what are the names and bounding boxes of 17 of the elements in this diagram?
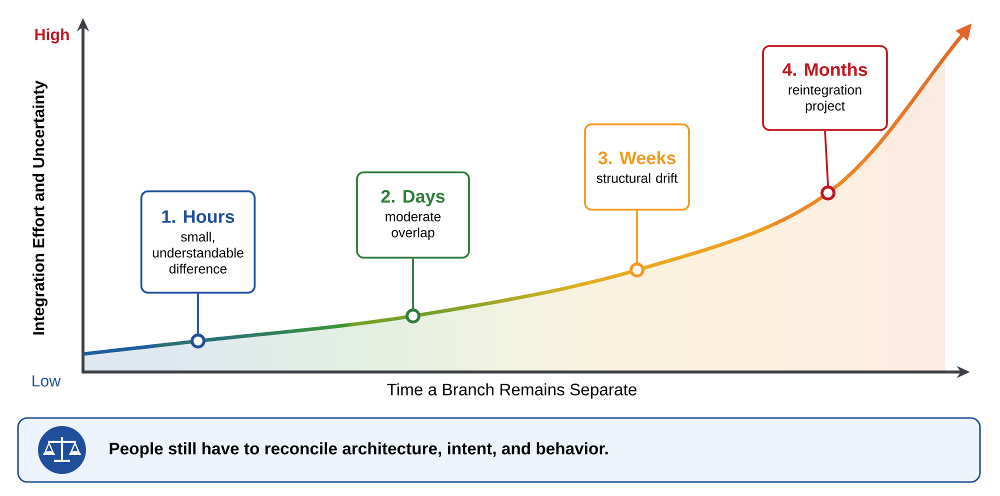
callout-box: 3. Weeks structural drift bbox=[584, 123, 690, 211]
label-high: High bbox=[35, 28, 69, 44]
curve-marker bbox=[190, 334, 206, 348]
callout-box: 4. Months reintegration project bbox=[762, 45, 888, 131]
curve-marker bbox=[406, 308, 420, 324]
leader-line bbox=[636, 210, 638, 263]
label-low: Low bbox=[32, 375, 61, 387]
leader-line bbox=[824, 130, 829, 186]
leader-line bbox=[412, 258, 414, 309]
leader-line bbox=[197, 294, 199, 334]
axis-title: Time a Branch Remains Separate bbox=[387, 383, 636, 399]
callout-box: 1. Hours small, understandable difference bbox=[140, 190, 256, 294]
note-text: People still have to reconcile architecture, intent, and behavior. bbox=[110, 442, 608, 458]
curve-marker bbox=[820, 186, 836, 200]
callout-box: 2. Days moderate overlap bbox=[356, 171, 470, 259]
axis-title: Integration Effort and Uncertainty bbox=[32, 80, 48, 334]
curve-marker bbox=[630, 262, 644, 278]
